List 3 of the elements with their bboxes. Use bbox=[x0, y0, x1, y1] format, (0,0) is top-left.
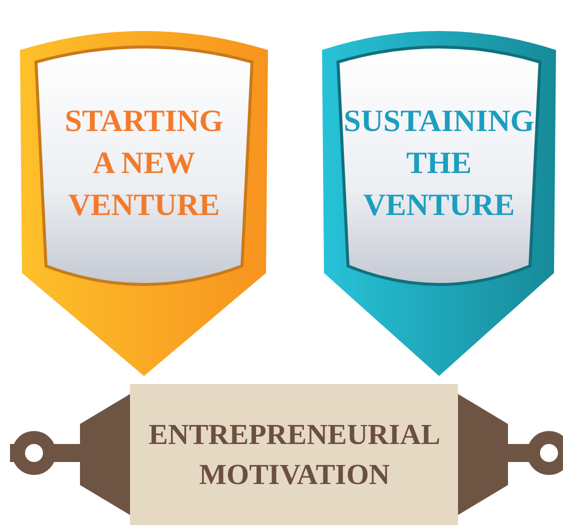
shield-title: SUSTAINING THE VENTURE bbox=[342, 102, 536, 224]
shield-title: STARTING A NEW VENTURE bbox=[64, 102, 224, 224]
banner-title: ENTREPRENEURIAL MOTIVATION bbox=[148, 418, 442, 492]
